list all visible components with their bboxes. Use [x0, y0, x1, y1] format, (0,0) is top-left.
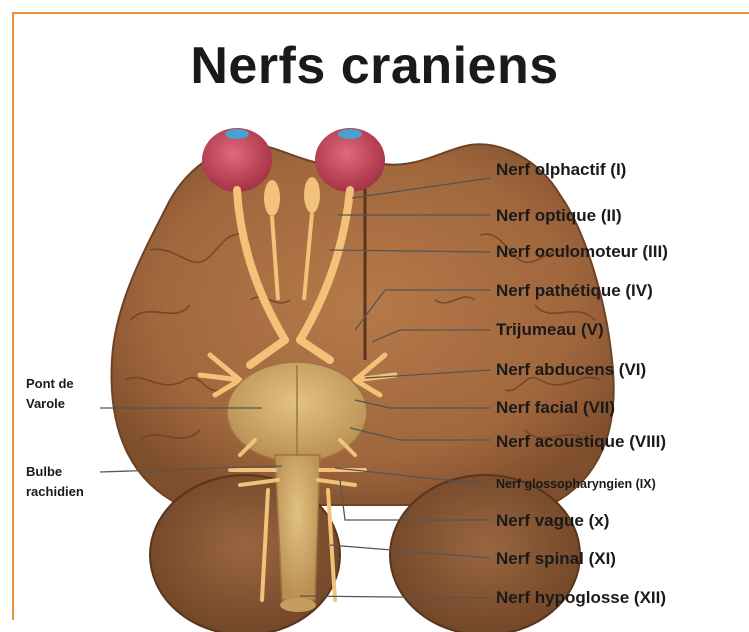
label-trochlear: Nerf pathétique (IV) — [496, 281, 653, 301]
label-pons: Pont de Varole — [26, 374, 74, 414]
label-trigeminal: Trijumeau (V) — [496, 320, 604, 340]
eye-left — [202, 128, 272, 192]
label-hypoglossal: Nerf hypoglosse (XII) — [496, 588, 666, 608]
label-pons-line2: Varole — [26, 394, 74, 414]
olfactory-bulb-right — [304, 177, 320, 213]
label-olfactory: Nerf olphactif (I) — [496, 160, 626, 180]
label-abducens: Nerf abducens (VI) — [496, 360, 646, 380]
label-spinal: Nerf spinal (XI) — [496, 549, 616, 569]
label-facial: Nerf facial (VII) — [496, 398, 615, 418]
medulla — [275, 455, 320, 600]
label-vagus: Nerf vague (x) — [496, 511, 609, 531]
label-medulla-line1: Bulbe — [26, 462, 84, 482]
label-medulla-line2: rachidien — [26, 482, 84, 502]
label-oculomotor: Nerf oculomoteur (III) — [496, 242, 668, 262]
eye-right — [315, 128, 385, 192]
label-acoustic: Nerf acoustique (VIII) — [496, 432, 666, 452]
label-medulla: Bulbe rachidien — [26, 462, 84, 502]
label-optic: Nerf optique (II) — [496, 206, 622, 226]
label-glossopharyngeal: Nerf glossopharyngien (IX) — [496, 477, 656, 491]
olfactory-bulb-left — [264, 180, 280, 216]
label-pons-line1: Pont de — [26, 374, 74, 394]
